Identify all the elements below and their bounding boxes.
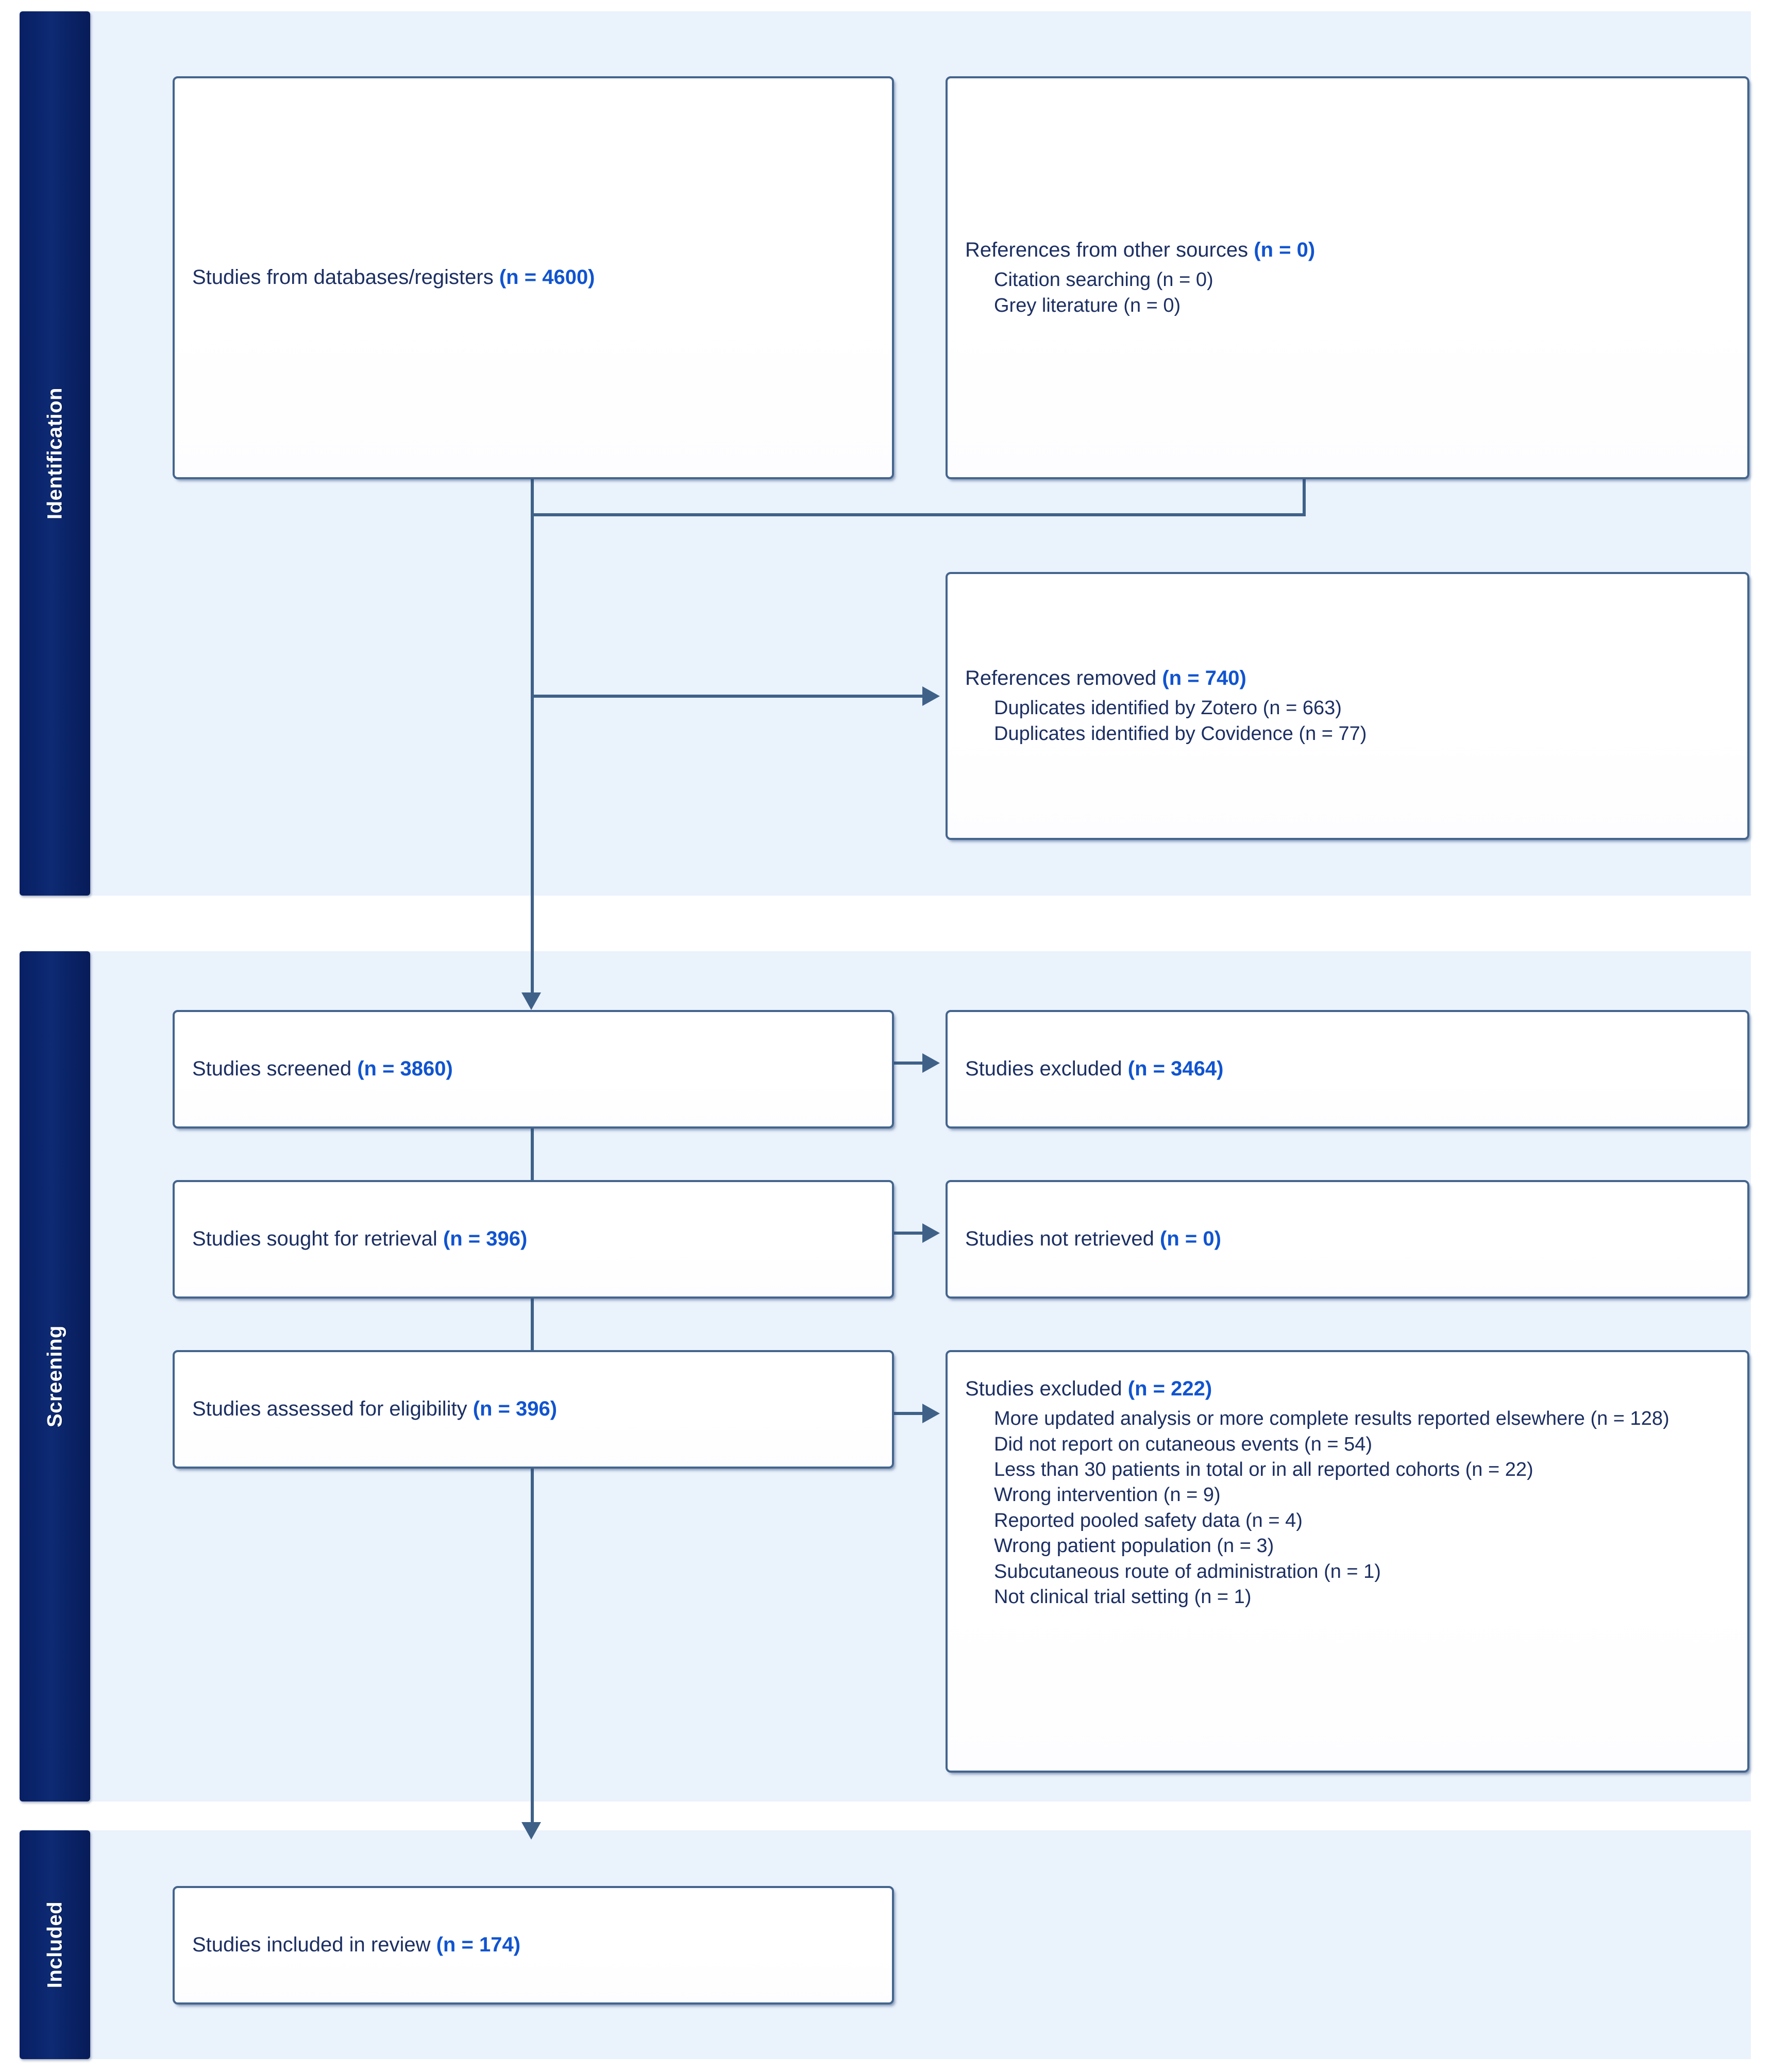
box-title-excluded-eligibility: Studies excluded (n = 222)	[965, 1377, 1212, 1400]
box-title-other-sources: References from other sources (n = 0)	[965, 239, 1315, 262]
box-title-assessed: Studies assessed for eligibility (n = 39…	[192, 1397, 558, 1421]
connector-sought-to-assessed	[531, 1296, 534, 1363]
phase-label-identification: Identification	[43, 388, 66, 519]
arrow-to-screened	[521, 992, 541, 1010]
box-title-references-removed: References removed (n = 740)	[965, 667, 1246, 690]
box-title-sought: Studies sought for retrieval (n = 396)	[192, 1227, 528, 1251]
connector-assessed-to-excluded-eligibility	[892, 1412, 922, 1415]
box-studies-excluded-screened[interactable]: Studies excluded (n = 3464)	[946, 1010, 1749, 1128]
connector-othersources-down	[1303, 479, 1306, 516]
sublist-item: Wrong patient population (n = 3)	[994, 1535, 1274, 1557]
phase-label-included: Included	[43, 1901, 66, 1989]
box-count-screened: (n = 3860)	[357, 1057, 453, 1081]
box-studies-sought-for-retrieval[interactable]: Studies sought for retrieval (n = 396)	[173, 1180, 894, 1299]
box-studies-from-databases[interactable]: Studies from databases/registers (n = 46…	[173, 76, 894, 479]
box-count-assessed: (n = 396)	[473, 1397, 558, 1421]
connector-databases-down	[531, 479, 534, 516]
box-title-screened: Studies screened (n = 3860)	[192, 1057, 453, 1081]
box-studies-assessed-for-eligibility[interactable]: Studies assessed for eligibility (n = 39…	[173, 1350, 894, 1469]
sublist-other-sources: Citation searching (n = 0) Grey literatu…	[965, 267, 1730, 318]
box-count-other-sources: (n = 0)	[1254, 239, 1315, 262]
arrow-to-excluded-eligibility	[922, 1404, 940, 1423]
arrow-to-not-retrieved	[922, 1223, 940, 1243]
arrow-to-references-removed	[922, 686, 940, 706]
box-count-excluded-screened: (n = 3464)	[1127, 1057, 1224, 1081]
box-count-not-retrieved: (n = 0)	[1160, 1227, 1221, 1251]
arrow-to-included	[521, 1822, 541, 1840]
box-studies-screened[interactable]: Studies screened (n = 3860)	[173, 1010, 894, 1128]
connector-sought-to-notretrieved	[892, 1232, 922, 1235]
box-studies-not-retrieved[interactable]: Studies not retrieved (n = 0)	[946, 1180, 1749, 1299]
box-count-excluded-eligibility: (n = 222)	[1127, 1377, 1212, 1400]
phase-tab-identification: Identification	[20, 11, 90, 896]
sublist-exclusion-reasons: More updated analysis or more complete r…	[965, 1406, 1730, 1610]
box-title-not-retrieved: Studies not retrieved (n = 0)	[965, 1227, 1221, 1251]
sublist-item: Duplicates identified by Zotero (n = 663…	[994, 697, 1342, 719]
sublist-references-removed: Duplicates identified by Zotero (n = 663…	[965, 696, 1730, 747]
box-references-removed[interactable]: References removed (n = 740) Duplicates …	[946, 572, 1749, 840]
arrow-to-excluded-screened	[922, 1053, 940, 1073]
sublist-item: Reported pooled safety data (n = 4)	[994, 1509, 1303, 1531]
sublist-item: Duplicates identified by Covidence (n = …	[994, 722, 1367, 745]
box-count-references-removed: (n = 740)	[1162, 667, 1246, 690]
connector-screened-to-excluded	[892, 1062, 922, 1065]
sublist-item: Not clinical trial setting (n = 1)	[994, 1586, 1252, 1608]
sublist-item: Wrong intervention (n = 9)	[994, 1484, 1221, 1506]
sublist-item: More updated analysis or more complete r…	[994, 1408, 1669, 1430]
box-title-excluded-screened: Studies excluded (n = 3464)	[965, 1057, 1224, 1081]
sublist-item: Did not report on cutaneous events (n = …	[994, 1433, 1373, 1455]
box-studies-excluded-eligibility[interactable]: Studies excluded (n = 222) More updated …	[946, 1350, 1749, 1773]
connector-to-references-removed	[531, 695, 922, 698]
connector-merge-bar	[531, 513, 1306, 516]
connector-screened-to-sought	[531, 1126, 534, 1193]
sublist-item: Less than 30 patients in total or in all…	[994, 1458, 1533, 1480]
box-studies-included-in-review[interactable]: Studies included in review (n = 174)	[173, 1886, 894, 2004]
sublist-item: Subcutaneous route of administration (n …	[994, 1560, 1381, 1582]
box-count-sought: (n = 396)	[443, 1227, 528, 1251]
box-count-databases: (n = 4600)	[499, 266, 595, 289]
sublist-item: Citation searching (n = 0)	[994, 269, 1213, 291]
box-references-other-sources[interactable]: References from other sources (n = 0) Ci…	[946, 76, 1749, 479]
box-count-included-review: (n = 174)	[436, 1933, 521, 1957]
connector-spine-identification	[531, 513, 534, 992]
phase-tab-included: Included	[20, 1830, 90, 2059]
connector-assessed-to-included	[531, 1467, 534, 1822]
box-title-included-review: Studies included in review (n = 174)	[192, 1933, 521, 1957]
sublist-item: Grey literature (n = 0)	[994, 294, 1181, 316]
phase-tab-screening: Screening	[20, 951, 90, 1801]
box-title-databases: Studies from databases/registers (n = 46…	[192, 266, 595, 289]
phase-label-screening: Screening	[43, 1325, 66, 1427]
